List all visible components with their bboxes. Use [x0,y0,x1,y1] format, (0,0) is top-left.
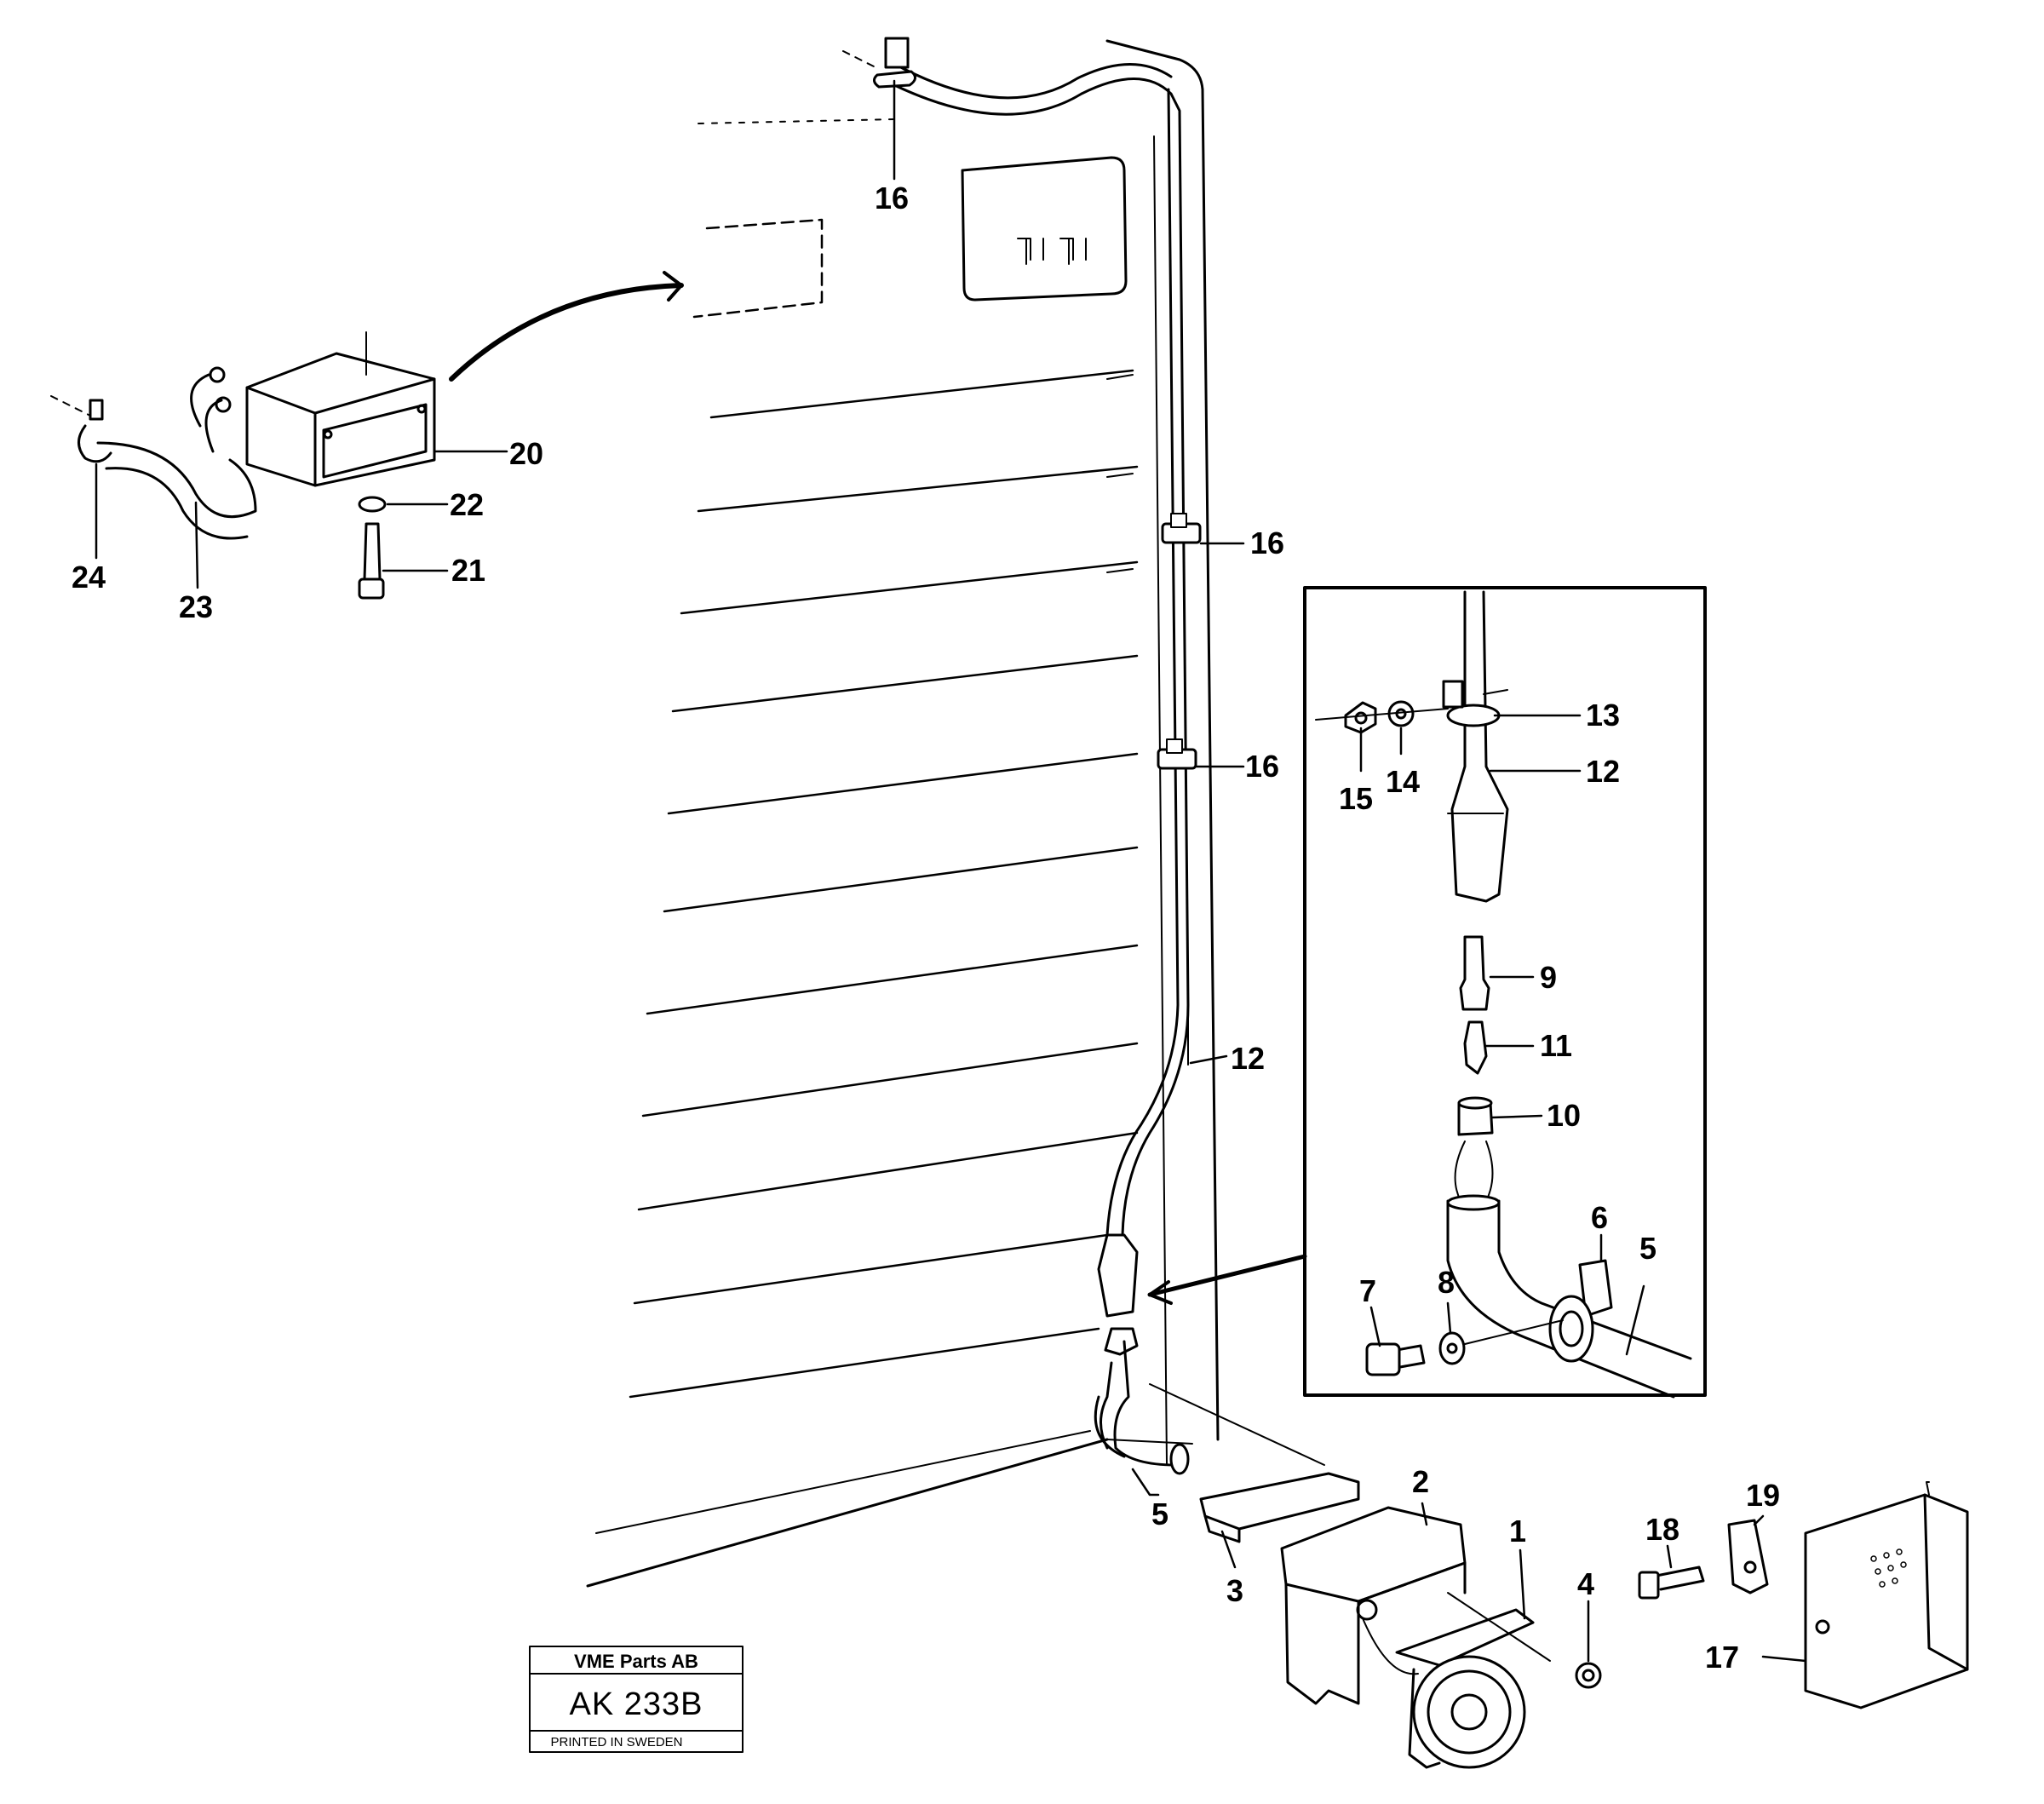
bolt-18 [1638,1566,1705,1600]
leader-lines [95,79,1807,1663]
detail-inset [1147,586,1707,1399]
label-11: 11 [1540,1028,1572,1063]
label-2: 2 [1412,1464,1429,1499]
label-3: 3 [1226,1573,1243,1608]
cable-23 [50,366,257,540]
parts-stamp: VME Parts AB AK 233B PRINTED IN SWEDEN [529,1646,744,1753]
label-24: 24 [72,560,106,595]
label-23: 23 [179,589,213,624]
part-labels: 16 16 16 20 22 21 24 23 13 12 15 14 9 11… [72,181,1780,1675]
label-12-inset: 12 [1586,754,1620,789]
stamp-footer: PRINTED IN SWEDEN [550,1735,682,1749]
nut-4 [1575,1662,1602,1689]
label-16-low: 16 [1245,749,1279,784]
label-1: 1 [1509,1514,1526,1548]
label-22: 22 [450,487,484,522]
label-10: 10 [1547,1098,1581,1133]
cable-5-lower [1094,1340,1190,1475]
stamp-code: AK 233B [570,1686,703,1722]
label-21: 21 [451,553,485,588]
lamp-20 [245,271,684,487]
label-19: 19 [1746,1478,1780,1513]
label-5-main: 5 [1151,1497,1168,1531]
label-16-mid: 16 [1250,526,1284,560]
label-15: 15 [1339,781,1373,816]
label-5-inset: 5 [1639,1231,1656,1266]
cover-2 [1280,1506,1467,1705]
label-14: 14 [1386,764,1420,799]
washer-22 [358,496,387,513]
label-9: 9 [1540,960,1557,995]
label-17: 17 [1705,1640,1739,1675]
label-12-main: 12 [1231,1041,1265,1076]
cable-12 [842,37,1202,1356]
screw-21 [358,522,385,600]
label-13: 13 [1586,698,1620,733]
label-4: 4 [1577,1566,1594,1601]
label-6: 6 [1591,1200,1608,1235]
guard-17 [1804,1481,1969,1709]
label-7: 7 [1359,1273,1376,1308]
label-8: 8 [1438,1265,1455,1300]
stamp-company: VME Parts AB [574,1651,698,1672]
buzzer-1 [1362,1592,1551,1769]
label-20: 20 [509,436,543,471]
label-16-top: 16 [875,181,909,215]
cab-panel [586,39,1220,1588]
clip-24 [78,399,112,463]
clip-19 [1727,1519,1769,1594]
label-18: 18 [1645,1512,1679,1547]
